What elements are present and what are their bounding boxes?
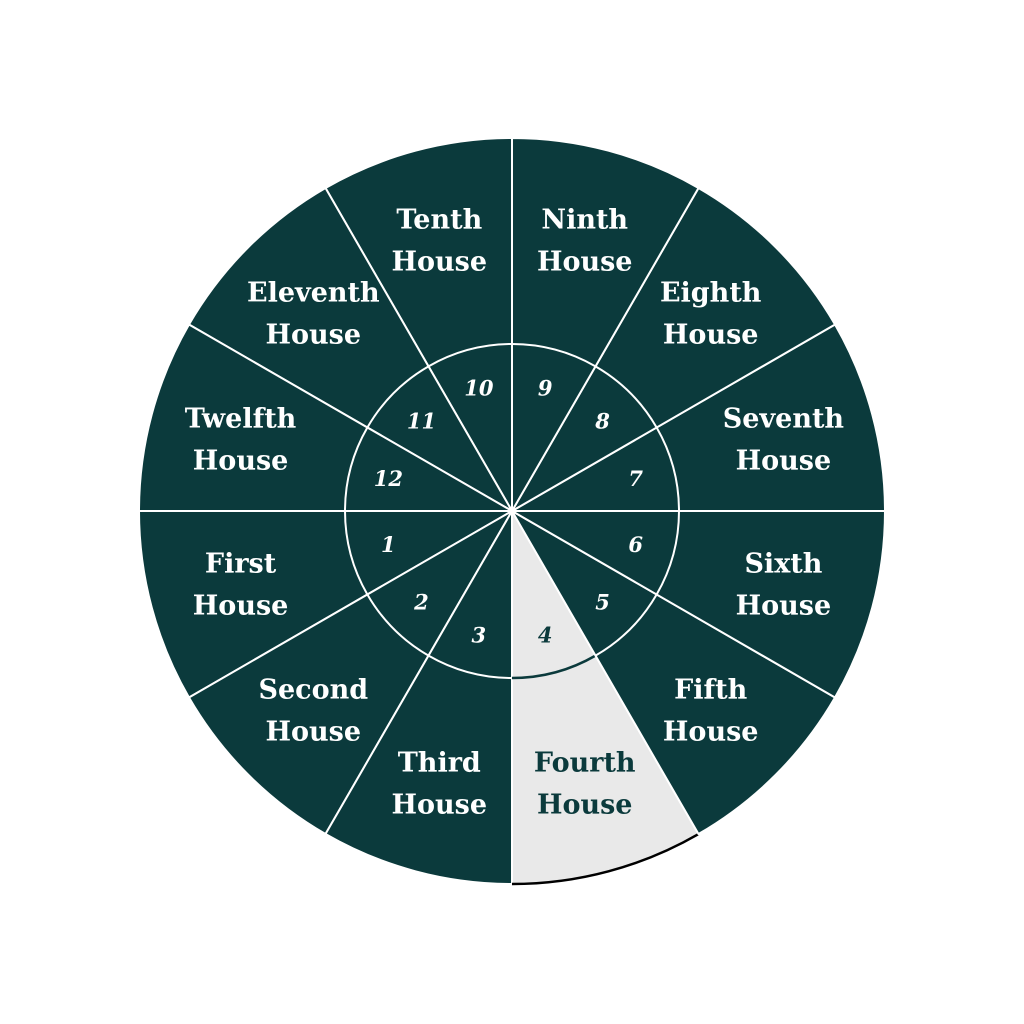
- inner-ring-arc: [511, 343, 596, 368]
- highlight-inner-arc: [511, 654, 597, 680]
- house-wedge-2: [187, 508, 515, 836]
- house-name-9: House: [537, 247, 633, 278]
- house-number-1: 1: [381, 532, 396, 557]
- house-name-7: House: [736, 445, 832, 476]
- house-number-11: 11: [407, 408, 436, 433]
- house-wedge-7: [508, 323, 887, 512]
- house-wedge-8: [509, 186, 837, 514]
- house-name-5: Fifth: [674, 675, 748, 706]
- inner-ring-arc: [366, 365, 430, 429]
- house-name-4: Fourth: [534, 747, 636, 778]
- house-name-11: Eleventh: [247, 277, 380, 308]
- house-wedge-9: [511, 136, 700, 515]
- house-name-6: House: [736, 591, 832, 622]
- house-name-10: Tenth: [396, 205, 482, 236]
- house-name-8: Eighth: [660, 277, 762, 308]
- house-wedge-11: [187, 186, 515, 514]
- house-wedge-1: [137, 510, 516, 699]
- inner-ring-arc: [428, 343, 513, 368]
- house-name-2: House: [266, 717, 362, 748]
- house-number-8: 8: [594, 408, 610, 433]
- house-name-12: Twelfth: [185, 403, 297, 434]
- highlight-outer-arc: [511, 832, 700, 886]
- house-name-3: Third: [398, 747, 481, 778]
- inner-ring-arc: [594, 593, 658, 657]
- house-wedge-12: [137, 323, 516, 512]
- inner-ring-arc: [655, 427, 680, 512]
- house-name-6: Sixth: [744, 549, 822, 580]
- inner-ring-arc: [344, 427, 369, 512]
- house-name-5: House: [663, 717, 759, 748]
- house-name-3: House: [392, 789, 488, 820]
- house-name-10: House: [392, 247, 488, 278]
- house-number-6: 6: [628, 532, 643, 557]
- house-wedge-3: [324, 507, 513, 886]
- house-name-11: House: [266, 319, 362, 350]
- house-wedge-10: [324, 136, 513, 515]
- inner-ring-arc: [594, 365, 658, 429]
- house-name-1: First: [205, 549, 277, 580]
- inner-ring-arc: [428, 654, 513, 679]
- inner-ring-arc: [655, 510, 680, 595]
- house-number-3: 3: [472, 623, 487, 648]
- house-name-1: House: [193, 591, 289, 622]
- house-name-2: Second: [258, 675, 368, 706]
- house-wedge-6: [508, 510, 887, 699]
- house-name-4: House: [537, 789, 633, 820]
- house-number-7: 7: [628, 466, 643, 491]
- house-name-7: Seventh: [723, 403, 845, 434]
- house-number-5: 5: [595, 590, 610, 615]
- house-number-12: 12: [374, 466, 403, 491]
- house-wedge-5: [509, 508, 837, 836]
- inner-ring-arc: [366, 593, 430, 657]
- house-number-9: 9: [538, 375, 553, 400]
- house-name-9: Ninth: [541, 205, 628, 236]
- house-name-12: House: [193, 445, 289, 476]
- house-name-8: House: [663, 319, 759, 350]
- house-number-2: 2: [413, 590, 429, 615]
- house-number-4: 4: [538, 623, 553, 648]
- house-number-10: 10: [464, 375, 494, 400]
- inner-ring-arc: [344, 510, 369, 595]
